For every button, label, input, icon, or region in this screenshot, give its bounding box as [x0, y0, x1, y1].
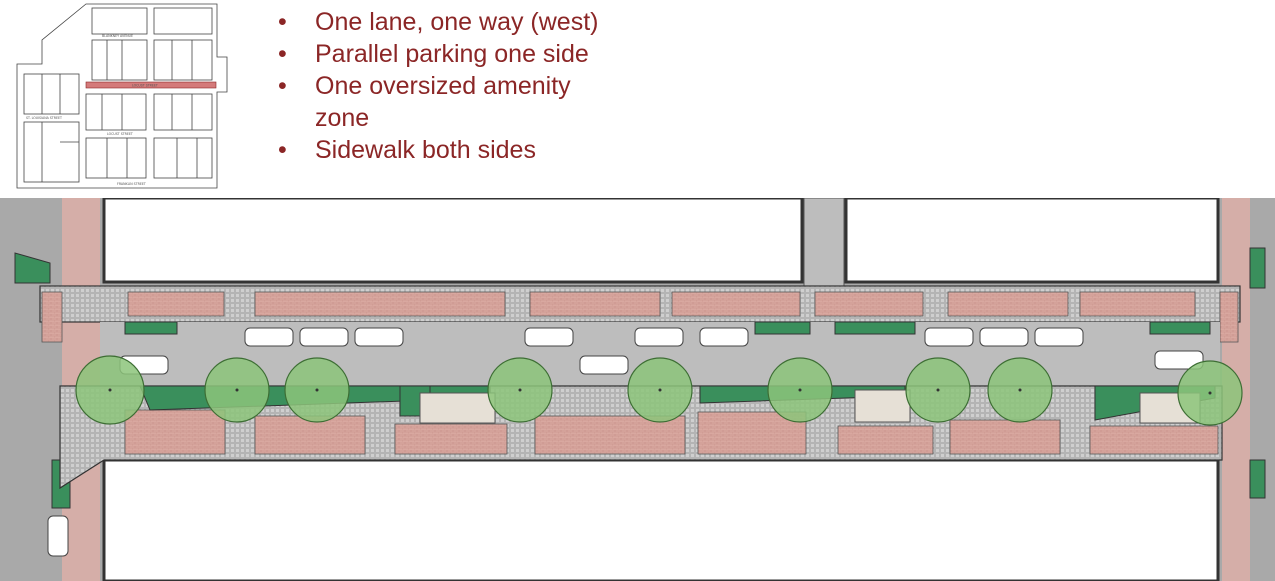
key-map-label: BLANKNEY AVENUE	[102, 34, 133, 38]
bullet-item: One oversized amenity zone	[278, 70, 615, 134]
corner-planter	[1249, 247, 1266, 289]
key-map-highlight-street	[85, 81, 217, 89]
travel-car	[579, 355, 629, 375]
brick-paving	[254, 415, 366, 455]
alley	[803, 198, 845, 289]
planter	[834, 321, 916, 335]
planter	[1149, 321, 1211, 335]
parked-car	[524, 327, 574, 347]
parked-car	[924, 327, 974, 347]
building-block	[102, 198, 804, 284]
brick-paving	[394, 423, 508, 455]
cross-street-car	[47, 515, 69, 557]
street-plan	[0, 198, 1275, 581]
travel-car	[1154, 350, 1204, 370]
design-bullet-list: One lane, one way (west) Parallel parkin…	[278, 6, 615, 166]
key-map-label: ST. LOUISIANA STREET	[26, 116, 62, 120]
corner-planter	[14, 252, 51, 284]
parked-car	[354, 327, 404, 347]
key-map: BLANKNEY AVENUE LOCUST STREET ST. LOUISI…	[16, 3, 228, 189]
parked-car	[699, 327, 749, 347]
bullet-item: Parallel parking one side	[278, 38, 615, 70]
parked-car	[634, 327, 684, 347]
parked-car	[244, 327, 294, 347]
key-map-boundary	[16, 3, 228, 189]
seating-plaza	[854, 389, 911, 423]
seating-plaza	[419, 392, 496, 424]
parked-car	[979, 327, 1029, 347]
bullet-item: Sidewalk both sides	[278, 134, 615, 166]
planter	[754, 321, 811, 335]
corner-planter	[1249, 459, 1266, 499]
parked-car	[1034, 327, 1084, 347]
brick-paving	[837, 425, 934, 455]
brick-paving	[124, 409, 226, 455]
planter	[124, 321, 178, 335]
key-map-label: LOCUST STREET	[132, 84, 158, 88]
key-map-label: LOCUST STREET	[107, 132, 133, 136]
brick-paving	[1089, 425, 1219, 455]
building-block	[102, 458, 1220, 581]
bullet-item: One lane, one way (west)	[278, 6, 615, 38]
parked-car	[299, 327, 349, 347]
building-block	[844, 198, 1220, 284]
key-map-label: FRANKLIN STREET	[117, 182, 146, 186]
brick-paving	[949, 419, 1061, 455]
